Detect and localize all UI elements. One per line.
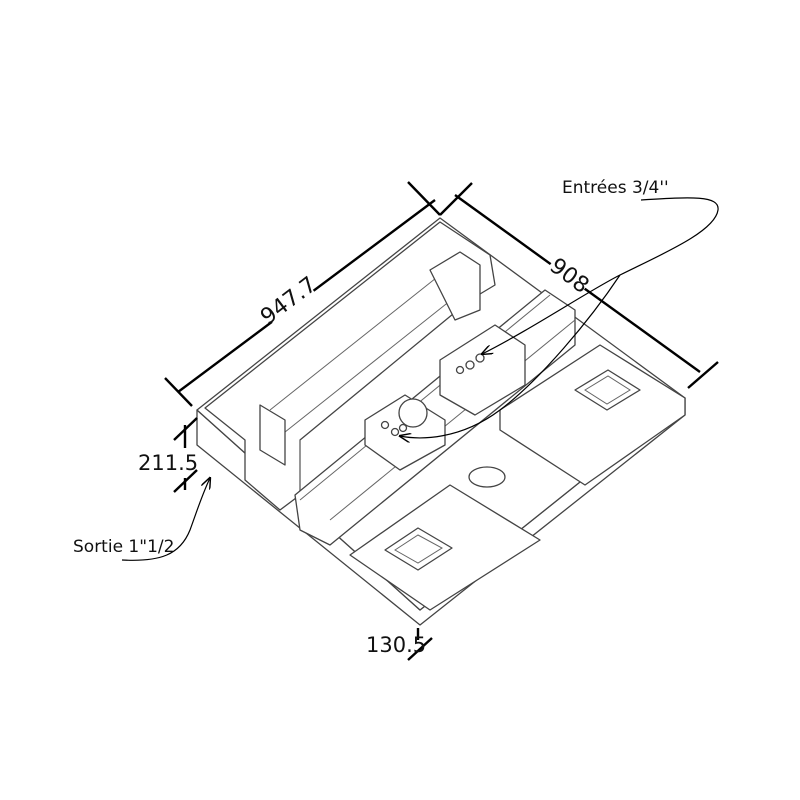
front-square-opening [384,527,453,571]
inlet-hole [475,353,485,363]
height-value: 211.5 [138,451,198,475]
inlets-callout: Entrées 3/4'' [400,178,719,438]
inlet-hole [398,423,408,433]
outlet-callout: Sortie 1"1/2 [73,478,210,561]
width-value: 908 [545,254,594,299]
inlets-label: Entrées 3/4'' [562,178,669,198]
dimension-height: 211.5 [138,417,198,493]
dimension-outlet-height: 130.5 [366,628,433,661]
outlet-height-value: 130.5 [366,633,426,657]
outlet-port [468,466,506,488]
left-pocket [259,404,286,466]
top-pocket [429,251,481,321]
inlet-hole [380,420,390,430]
outlet-label: Sortie 1"1/2 [73,537,174,557]
inlet-block-upper [439,324,526,416]
tank-body [196,217,686,626]
inlet-hole [455,365,465,375]
right-square-opening [574,369,641,411]
port-hole [398,398,428,428]
inlet-hole [465,360,475,370]
right-pad [499,344,686,486]
inlet-hole [390,427,400,437]
